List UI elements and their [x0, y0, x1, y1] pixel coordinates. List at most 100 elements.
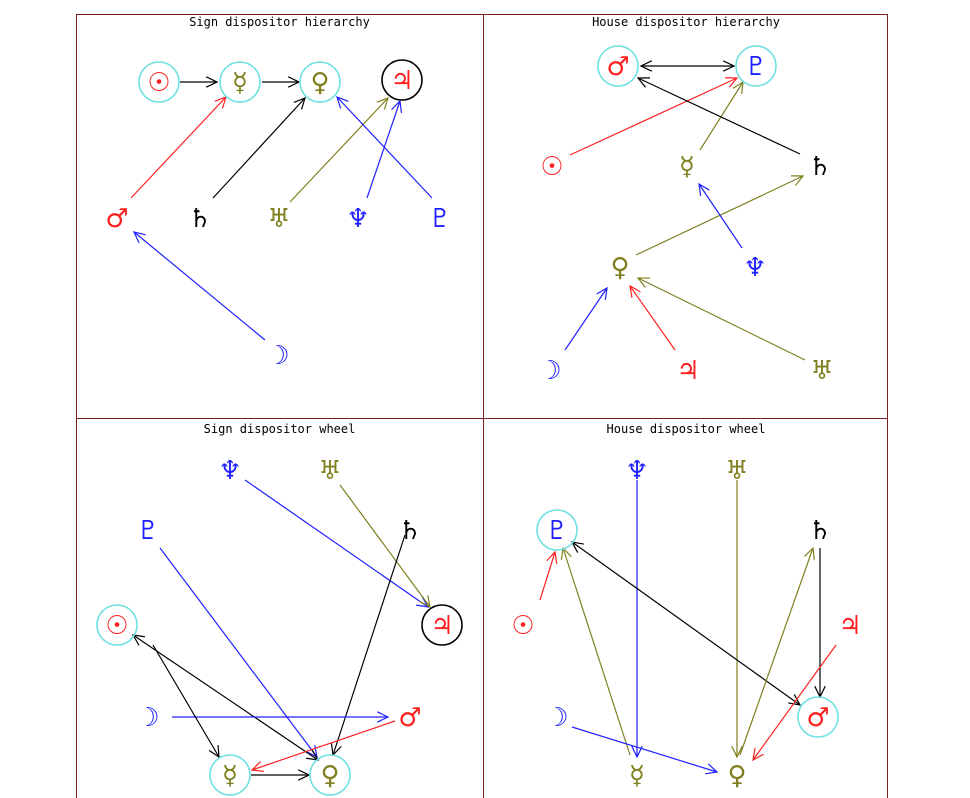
house-hierarchy-uranus-icon: ♅: [810, 356, 833, 386]
sign-wheel-arrow-uranus-jupiter: [339, 484, 431, 608]
sign-hierarchy-venus-icon: ♀: [310, 68, 329, 98]
house-hierarchy-arrow-uranus-venus: [637, 277, 806, 361]
sign-wheel-jupiter-icon: ♃: [430, 611, 453, 641]
sign-hierarchy-sun-icon: ☉: [147, 68, 170, 98]
house-wheel-jupiter-icon: ♃: [838, 611, 861, 641]
house-hierarchy-arrow-saturn-mars: [637, 77, 801, 155]
house-wheel-mars-icon: ♂: [806, 703, 829, 733]
house-hierarchy-venus-icon: ♀: [610, 253, 629, 283]
sign-hierarchy-arrow-moon-mars-head: [132, 231, 146, 244]
house-wheel-saturn-icon: ♄: [808, 516, 831, 546]
sign-hierarchy-arrow-mars-mercury: [130, 96, 227, 199]
house-wheel-arrow-sun-pluto-head: [546, 550, 558, 564]
outer-frame: [76, 14, 888, 798]
panel-title-house-hierarchy: House dispositor hierarchy: [592, 15, 780, 29]
house-wheel-arrow-pluto-mars-head: [788, 694, 802, 706]
sign-wheel-arrow-venus-sun-head: [131, 634, 145, 646]
sign-hierarchy-arrow-sun-mercury-head: [205, 76, 219, 88]
house-hierarchy-arrow-sun-pluto-head: [724, 77, 739, 88]
house-hierarchy-mercury-icon: ☿: [679, 152, 695, 182]
sign-wheel-arrow-venus-sun-head: [306, 749, 320, 761]
sign-hierarchy-mercury-ring: [219, 61, 261, 103]
house-wheel-arrow-mercury-pluto-head: [560, 546, 572, 560]
house-hierarchy-moon-icon: ☽: [538, 356, 561, 386]
house-wheel-venus-icon: ♀: [727, 761, 746, 791]
house-wheel-sun-icon: ☉: [511, 611, 534, 641]
sign-hierarchy-arrow-pluto-venus-head: [336, 95, 349, 109]
sign-wheel-arrow-venus-sun: [132, 634, 319, 761]
sign-wheel-sun-ring: [96, 604, 138, 646]
house-hierarchy-arrow-neptune-mercury: [698, 183, 743, 249]
sign-hierarchy-arrow-neptune-jupiter: [366, 100, 401, 199]
sign-wheel-arrow-sun-mercury: [152, 644, 220, 758]
house-wheel-neptune-icon: ♆: [625, 456, 648, 486]
panel-title-sign-wheel: Sign dispositor wheel: [203, 422, 356, 436]
sign-hierarchy-arrow-mercury-venus-head: [287, 76, 301, 88]
house-hierarchy-arrow-neptune-mercury-head: [698, 182, 710, 196]
house-hierarchy-jupiter-icon: ♃: [676, 356, 699, 386]
sign-hierarchy-arrow-pluto-venus: [336, 96, 433, 199]
sign-hierarchy-neptune-icon: ♆: [346, 204, 369, 234]
house-hierarchy-neptune-icon: ♆: [743, 253, 766, 283]
sign-wheel-sun-icon: ☉: [105, 611, 128, 641]
house-wheel-arrow-pluto-mars: [571, 541, 801, 706]
house-hierarchy-arrow-jupiter-venus: [629, 285, 676, 351]
sign-wheel-arrow-uranus-jupiter-head: [419, 595, 431, 609]
house-hierarchy-pluto-icon: ♇: [744, 52, 767, 82]
sign-wheel-arrow-pluto-venus: [159, 547, 318, 758]
house-wheel-pluto-icon: ♇: [545, 516, 568, 546]
house-wheel-uranus-icon: ♅: [725, 456, 748, 486]
sign-wheel-arrow-moon-mars-head: [376, 711, 390, 723]
sign-hierarchy-saturn-icon: ♄: [188, 204, 211, 234]
house-hierarchy-mars-icon: ♂: [606, 52, 629, 82]
sign-wheel-mercury-ring: [209, 754, 251, 796]
house-wheel-arrow-jupiter-venus: [752, 644, 837, 761]
sign-wheel-neptune-icon: ♆: [218, 456, 241, 486]
house-hierarchy-arrow-mars-pluto-head: [722, 60, 736, 72]
sign-wheel-arrow-mercury-venus-head: [297, 769, 311, 781]
sign-hierarchy-arrow-uranus-jupiter: [289, 97, 389, 203]
sign-hierarchy-arrow-moon-mars: [133, 231, 266, 341]
house-hierarchy-arrow-mercury-pluto: [699, 81, 744, 151]
sign-wheel-arrow-neptune-jupiter: [244, 479, 429, 608]
house-hierarchy-arrow-uranus-venus-head: [636, 277, 651, 288]
house-wheel-arrow-uranus-venus-head: [731, 745, 743, 759]
house-hierarchy-mars-ring: [597, 45, 639, 87]
sign-wheel-moon-icon: ☽: [136, 703, 159, 733]
sign-wheel-mercury-icon: ☿: [222, 761, 238, 791]
house-wheel-arrow-mercury-pluto: [562, 547, 631, 756]
sign-hierarchy-mars-icon: ♂: [105, 204, 128, 234]
sign-hierarchy-arrow-uranus-jupiter-head: [376, 96, 389, 110]
sign-hierarchy-jupiter-icon: ♃: [390, 66, 413, 96]
sign-wheel-uranus-icon: ♅: [318, 456, 341, 486]
house-hierarchy-arrow-saturn-mars-head: [636, 77, 651, 88]
sign-hierarchy-arrow-neptune-jupiter-head: [391, 99, 403, 113]
sign-hierarchy-sun-ring: [138, 61, 180, 103]
house-wheel-arrow-sun-pluto: [539, 551, 556, 601]
sign-wheel-mars-icon: ♂: [398, 703, 421, 733]
house-hierarchy-arrow-moon-venus: [564, 287, 608, 351]
house-hierarchy-arrow-mars-pluto-head: [639, 60, 653, 72]
house-hierarchy-sun-icon: ☉: [540, 152, 563, 182]
vertical-divider: [483, 14, 484, 798]
sign-wheel-arrow-neptune-jupiter-head: [416, 596, 430, 608]
sign-wheel-pluto-icon: ♇: [136, 516, 159, 546]
sign-wheel-jupiter-ring: [421, 604, 463, 646]
sign-hierarchy-mercury-icon: ☿: [232, 68, 248, 98]
house-wheel-arrow-pluto-mars-head: [570, 541, 584, 553]
house-wheel-mars-ring: [797, 696, 839, 738]
house-hierarchy-arrow-moon-venus-head: [596, 286, 608, 300]
sign-hierarchy-arrow-saturn-venus-head: [293, 96, 306, 110]
house-wheel-arrow-jupiter-venus-head: [752, 748, 764, 762]
house-wheel-moon-icon: ☽: [545, 703, 568, 733]
sign-hierarchy-arrow-saturn-venus: [212, 97, 306, 199]
house-hierarchy-arrow-venus-saturn-head: [790, 175, 805, 186]
sign-wheel-saturn-icon: ♄: [398, 516, 421, 546]
sign-hierarchy-uranus-icon: ♅: [267, 204, 290, 234]
sign-wheel-arrow-pluto-venus-head: [306, 745, 318, 759]
house-wheel-arrow-moon-venus-head: [705, 763, 719, 775]
house-hierarchy-arrow-jupiter-venus-head: [629, 284, 641, 298]
house-hierarchy-pluto-ring: [735, 45, 777, 87]
